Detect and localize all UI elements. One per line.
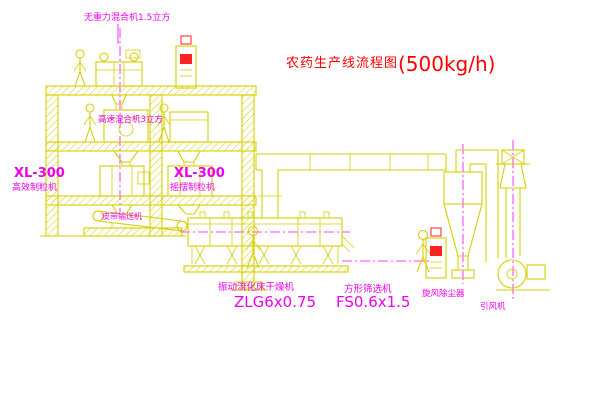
rotary-valve	[451, 269, 475, 279]
foundation-strip	[83, 227, 183, 237]
person-figure	[245, 225, 261, 269]
top-mixer-machine	[95, 49, 143, 110]
mixer-motor-icon	[99, 52, 109, 62]
diagram-title-capacity: (500kg/h)	[398, 52, 495, 76]
motor-mount	[125, 49, 141, 59]
granulator-body	[167, 165, 213, 197]
discharge-cone	[177, 150, 201, 163]
person-figure	[415, 229, 431, 273]
mixer-body	[103, 109, 149, 143]
control-cabinet-right	[425, 227, 447, 279]
label-high-speed-mixer: 高速混合机3立方	[98, 114, 163, 125]
feed-hopper-machine	[169, 111, 209, 166]
hopper-body	[169, 111, 209, 143]
fan-hub	[506, 268, 518, 280]
belt-bottom	[97, 220, 183, 232]
column-right	[241, 94, 255, 289]
label-top-mixer: 无重力混合机1.5立方	[84, 11, 170, 23]
induced-draft-fan-machine	[496, 259, 550, 291]
label-fan: 引风机	[480, 301, 506, 312]
cabinet-body	[425, 237, 447, 279]
discharge-cone	[111, 94, 127, 105]
fan-motor	[526, 264, 546, 280]
label-granulator-left-name: 高效制粒机	[12, 181, 57, 193]
granulator-right-machine	[167, 165, 213, 215]
stack-vent-box	[501, 149, 525, 165]
dryer-body	[187, 217, 343, 247]
dryer-discharge	[341, 235, 355, 249]
building-structure	[40, 85, 268, 291]
person-figure	[157, 103, 171, 143]
belt-conveyor-machine	[92, 210, 188, 232]
cabinet-lamp	[180, 35, 192, 45]
discharge-cone	[176, 204, 202, 215]
label-belt-conveyor: 皮带输送机	[102, 211, 142, 221]
mixer-bowl	[118, 121, 134, 137]
fluid-bed-dryer-machine	[183, 211, 355, 273]
granulator-motor	[137, 171, 150, 185]
dryer-flange	[223, 211, 230, 219]
cabinet-indicator	[180, 54, 192, 64]
label-granulator-mid-name: 摇摆制粒机	[170, 181, 215, 193]
belt-top	[97, 210, 183, 222]
person-figure	[73, 49, 87, 87]
dryer-flange	[247, 211, 254, 219]
mixer-motor-icon	[129, 52, 139, 62]
label-granulator-left-model: XL-300	[14, 166, 65, 181]
granulator-left-machine	[99, 165, 150, 215]
dryer-springs	[194, 245, 334, 265]
dryer-discharge	[341, 243, 351, 253]
person-figure	[83, 103, 97, 143]
centerlines	[119, 28, 514, 300]
mixer-body	[95, 61, 143, 87]
roof-slab	[45, 85, 257, 96]
exhaust-stack	[496, 149, 530, 258]
fan-inlet-duct	[485, 150, 499, 262]
dryer-foundation	[183, 265, 349, 273]
label-cyclone: 旋风除尘器	[422, 288, 465, 299]
label-sieve-model: FS0.6x1.5	[336, 293, 410, 311]
label-sieve-name: 方形筛选机	[344, 283, 392, 295]
high-speed-mixer-machine	[103, 109, 149, 166]
fan-housing	[497, 259, 527, 289]
granulator-body	[99, 165, 145, 197]
label-dryer-name: 振动流化床干燥机	[218, 281, 295, 293]
diagram-title: 农药生产线流程图	[286, 56, 398, 71]
dryer-flange	[299, 211, 306, 219]
label-dryer-model: ZLG6x0.75	[234, 293, 316, 311]
cabinet-indicator	[430, 246, 442, 256]
cabinet-lamp	[430, 227, 442, 237]
cabinet-body	[175, 45, 197, 89]
control-cabinet-top	[175, 35, 197, 89]
dryer-flange	[323, 211, 330, 219]
discharge-cone	[112, 150, 140, 163]
label-granulator-mid-model: XL-300	[174, 166, 225, 181]
dryer-flange	[199, 211, 206, 219]
cyclone-separator-machine	[443, 149, 498, 279]
exhaust-duct	[255, 153, 447, 218]
